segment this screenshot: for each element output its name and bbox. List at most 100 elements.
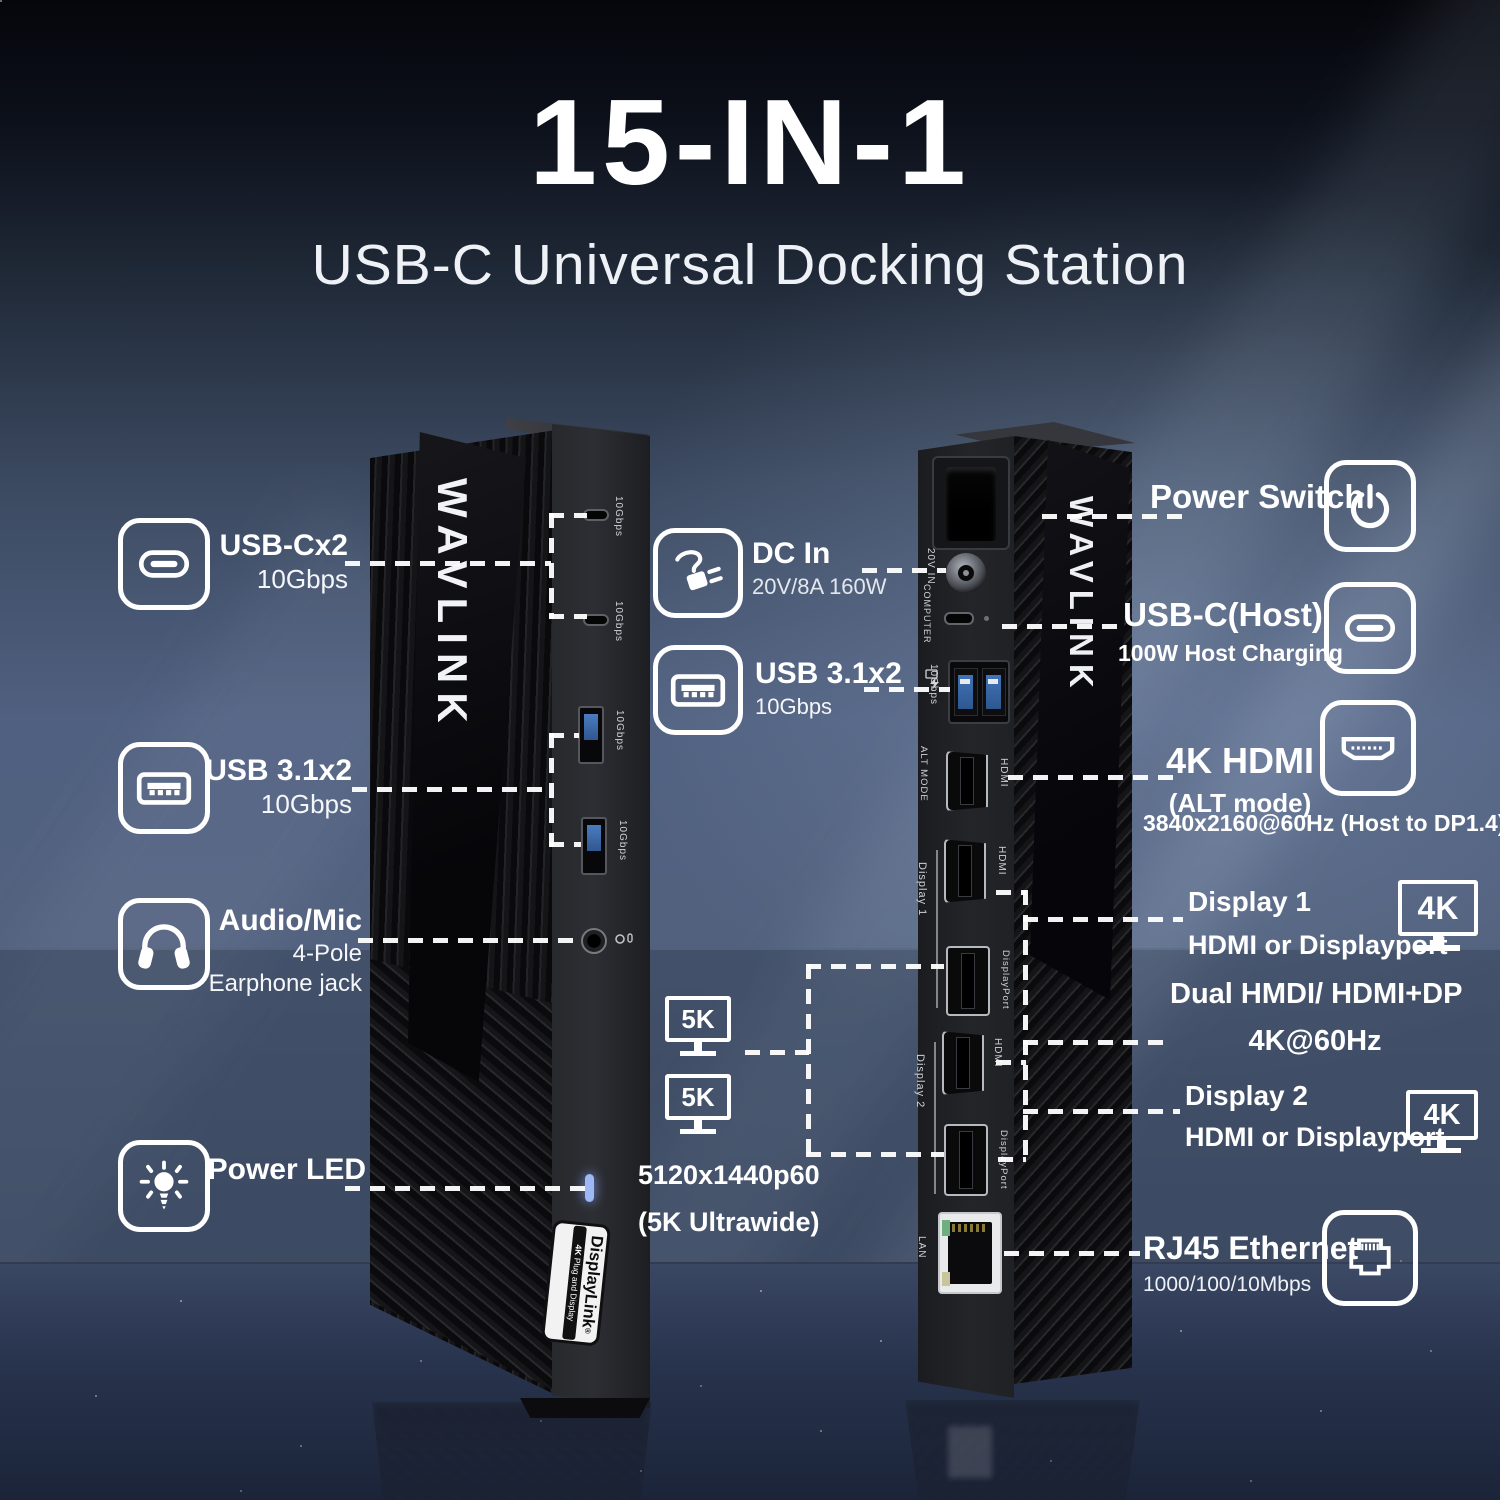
rear-label-usb: 10Gbps xyxy=(928,664,939,706)
rear-label-hdmi1: HDMI xyxy=(996,846,1007,876)
callout-label: USB-C(Host) xyxy=(1123,596,1323,633)
dock-front-reflection xyxy=(372,1402,652,1500)
callout-label: DC In xyxy=(752,537,831,570)
callout-label: Power LED xyxy=(207,1153,366,1186)
connector-dp2-stub xyxy=(998,1157,1026,1162)
power-switch xyxy=(932,456,1010,550)
wavlink-logo-front: WAVLINK xyxy=(429,478,476,732)
hdmi-icon xyxy=(1320,700,1416,796)
connector-dc-in xyxy=(862,568,946,573)
connector-5k-stub xyxy=(745,1050,809,1055)
connector-5k-bottom xyxy=(806,1152,944,1157)
display2-bracket xyxy=(934,1042,936,1194)
badge-reg: ® xyxy=(582,1327,593,1335)
display1-bracket xyxy=(936,850,938,1008)
rear-label-hdmi2: HDMI xyxy=(992,1038,1003,1068)
callout-sub: 4-Pole xyxy=(292,940,362,967)
callout-label: USB-Cx2 xyxy=(219,529,348,562)
charging-bolt-icon xyxy=(925,669,939,690)
callout-sub2: Earphone jack xyxy=(208,970,362,997)
wavlink-logo-rear: WAVLINK xyxy=(1063,496,1100,695)
dc-in-jack xyxy=(946,553,986,593)
monitor-stand xyxy=(694,1042,702,1051)
connector-usba-left-bracket xyxy=(549,733,554,847)
callout-label: 4K HDMI xyxy=(1165,740,1314,781)
monitor-5k-icon: 5K xyxy=(665,996,731,1042)
usb-c-icon xyxy=(118,518,210,610)
rear-usb-a-ports xyxy=(948,660,1010,724)
connector-usba-left-stub2 xyxy=(549,842,581,847)
usb-c-host-port xyxy=(944,612,974,625)
usb-c-port-2 xyxy=(583,614,609,626)
reset-pinhole xyxy=(984,616,989,621)
monitor-5k-label: 5K xyxy=(681,1003,715,1034)
monitor-stand xyxy=(1437,1140,1446,1148)
monitor-4k-icon: 4K xyxy=(1398,880,1478,936)
port-label: 10Gbps xyxy=(614,710,625,752)
callout-label: Display 1 xyxy=(1188,886,1311,917)
ultrawide-resolution: 5120x1440p60 xyxy=(638,1160,820,1190)
callout-sub: 10Gbps xyxy=(256,564,348,594)
rear-hdmi-display1-port xyxy=(944,839,986,903)
callout-sub: 20V/8A 160W xyxy=(752,574,887,599)
rj45-reflection xyxy=(948,1426,992,1478)
connector-audio xyxy=(358,938,582,943)
monitor-5k-icon: 5K xyxy=(665,1074,731,1120)
callout-sub: HDMI or Displayport xyxy=(1188,930,1448,960)
connector-display2-label xyxy=(1023,1109,1180,1114)
usb-c-icon xyxy=(1324,582,1416,674)
monitor-base xyxy=(680,1051,716,1056)
audio-jack-port xyxy=(581,928,607,954)
connector-hdmi2-stub xyxy=(996,1060,1026,1065)
rear-label-dp2: DisplayPort xyxy=(998,1130,1009,1208)
usb-a-port-1 xyxy=(578,706,604,764)
callout-sub: 10Gbps xyxy=(260,789,352,819)
connector-usba-left xyxy=(352,787,551,792)
rear-label-hdmi-alt: HDMI xyxy=(998,758,1009,788)
headphones-icon xyxy=(118,898,210,990)
connector-5k-bracket xyxy=(806,964,811,1157)
rear-label-dp1: DisplayPort xyxy=(1000,950,1011,1010)
callout-label: Power Switch xyxy=(1150,478,1365,515)
callout-label: USB 3.1x2 xyxy=(205,754,352,787)
rear-dp-display1-port xyxy=(946,946,990,1016)
callout-sub: 10Gbps xyxy=(755,694,833,719)
dock-rear-reflection xyxy=(905,1400,1140,1500)
power-icon xyxy=(1324,460,1416,552)
usb-a-port-2 xyxy=(581,817,607,875)
ultrawide-note: (5K Ultrawide) xyxy=(638,1207,820,1237)
badge-4k: 4K xyxy=(572,1244,585,1256)
connector-display1-label xyxy=(1023,917,1183,922)
power-led-light xyxy=(585,1174,594,1202)
connector-hdmi1-stub xyxy=(996,890,1026,895)
rear-hdmi-display2-port xyxy=(942,1031,984,1095)
callout-sub2: 3840x2160@60Hz (Host to DP1.4) xyxy=(1143,810,1500,836)
callout-sub: 1000/100/10Mbps xyxy=(1143,1273,1312,1296)
monitor-stand xyxy=(1433,936,1443,945)
monitor-base xyxy=(1421,1148,1461,1153)
rj45-icon xyxy=(1322,1210,1418,1306)
rear-label-alt-mode: ALT MODE xyxy=(918,746,929,802)
usb-a-icon xyxy=(653,645,743,735)
callout-sub: HDMI or Displayport xyxy=(1185,1122,1445,1152)
monitor-4k-icon: 4K xyxy=(1406,1090,1478,1140)
port-label: 10Gbps xyxy=(617,820,628,862)
wall-band xyxy=(0,948,1500,1262)
audio-jack-glyph xyxy=(615,933,633,944)
port-label: 10Gbps xyxy=(613,601,624,643)
floor-speckles xyxy=(0,0,2,2)
rj45-lan-port xyxy=(938,1212,1002,1294)
connector-usba-left-stub1 xyxy=(549,733,579,738)
page-subtitle: USB-C Universal Docking Station xyxy=(311,233,1189,297)
page-title: 15-IN-1 xyxy=(529,74,971,210)
callout-sub: 100W Host Charging xyxy=(1118,640,1343,666)
monitor-5k-label: 5K xyxy=(681,1081,715,1112)
connector-displays-bracket xyxy=(1023,890,1028,1162)
callout-sub: (ALT mode) xyxy=(1168,788,1312,818)
callout-label: Audio/Mic xyxy=(218,904,362,937)
dock-rear-gloss-panel xyxy=(1030,440,1130,1000)
rear-label-display2: Display 2 xyxy=(914,1054,926,1109)
callout-label: RJ45 Ethernet xyxy=(1143,1230,1359,1266)
